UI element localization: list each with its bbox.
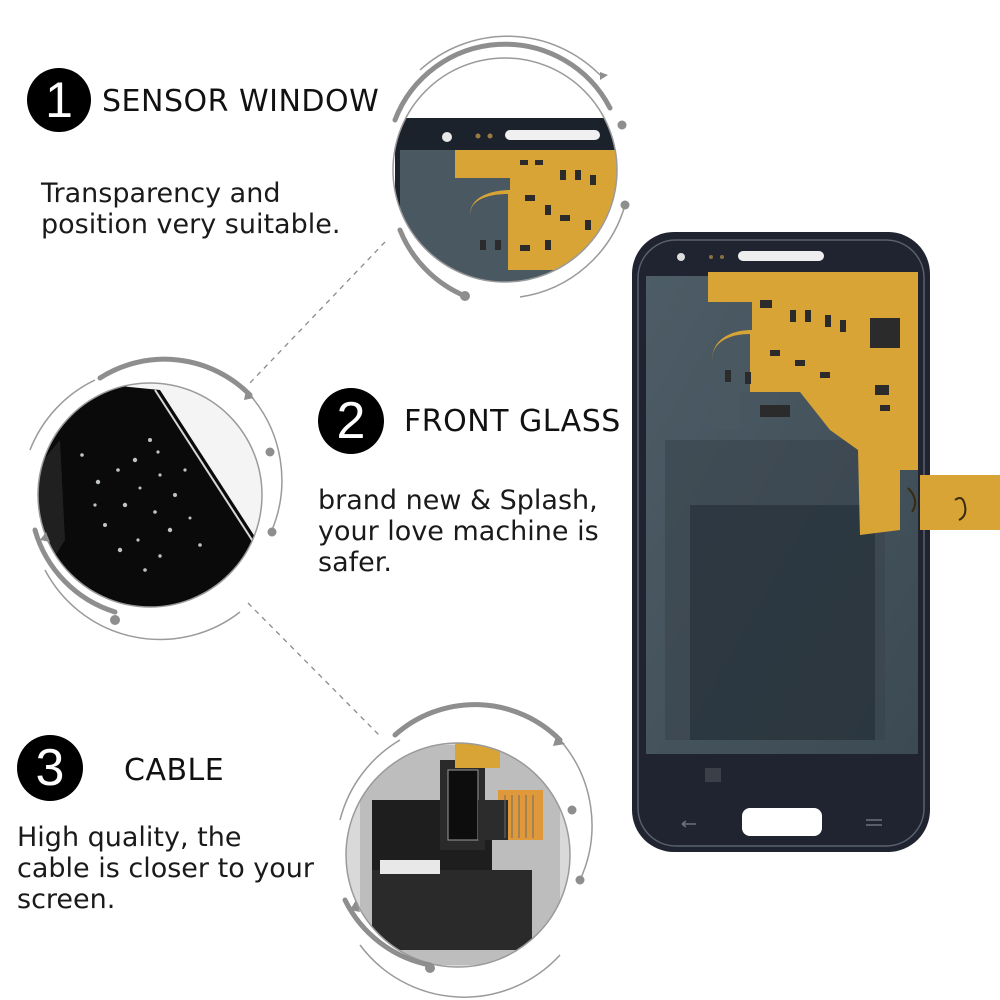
- flex-cable: [708, 272, 918, 535]
- menu-key-icon: [866, 819, 882, 826]
- feature-title-cable: CABLE: [124, 753, 225, 788]
- feature-description-3: High quality, the cable is closer to you…: [17, 822, 314, 915]
- sensor-window-detail: [392, 35, 630, 301]
- connector-line-2: [247, 602, 381, 737]
- feature-description-1: Transparency and position very suitable.: [41, 178, 341, 240]
- feature-number-badge-1: 1: [27, 68, 91, 132]
- front-glass-detail: [29, 356, 283, 641]
- feature-description-2: brand new & Splash, your love machine is…: [318, 485, 599, 578]
- feature-number-badge-2: 2: [318, 388, 384, 454]
- feature-title-front-glass: FRONT GLASS: [404, 404, 621, 439]
- cable-detail: [339, 702, 593, 998]
- back-key-icon: [681, 820, 696, 828]
- connector-line-1: [247, 241, 386, 386]
- earpiece-slot: [738, 251, 824, 261]
- feature-title-sensor-window: SENSOR WINDOW: [102, 84, 380, 119]
- lcd-screen-assembly: [632, 232, 1000, 852]
- feature-number-badge-3: 3: [17, 735, 83, 801]
- home-button-hole: [742, 808, 822, 836]
